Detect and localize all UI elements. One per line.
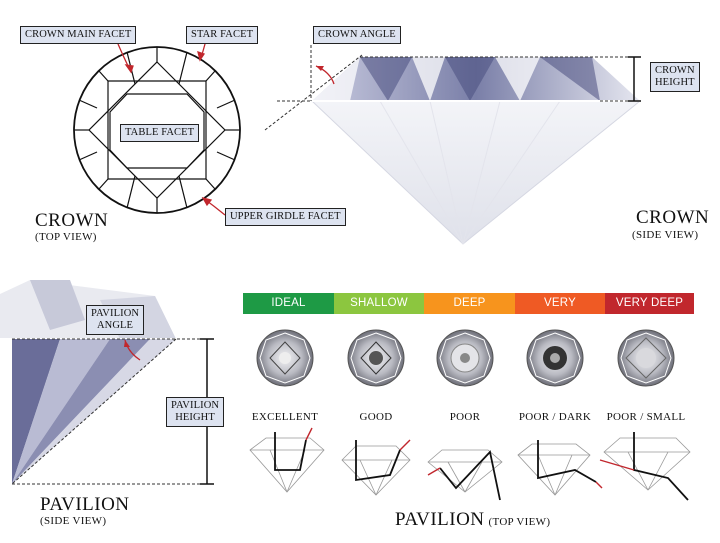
crown-side-title: CROWN [636,207,710,228]
pavilion-angle-line1: PAVILION [91,308,140,319]
gem-excellent [256,329,314,387]
crown-angle-label: CROWN ANGLE [313,26,401,44]
crown-top-subtitle: (TOP VIEW) [35,231,97,243]
cut-label-poor-small: POOR / SMALL [606,411,686,423]
crown-top-arrows [117,43,226,216]
pavilion-angle-line2: ANGLE [96,320,134,331]
crown-height-label: CROWN HEIGHT [650,62,700,92]
light-path-poor-dark [517,440,603,496]
star-facet-label: STAR FACET [186,26,259,44]
gem-poor [436,329,494,387]
light-path-excellent [249,427,325,493]
grade-very-shallow: VERY SHALLOW [515,293,605,330]
table-facet-label: TABLE FACET [120,124,200,142]
pavilion-height-line2: HEIGHT [175,412,215,423]
gem-good [347,329,405,387]
pavilion-side-subtitle: (SIDE VIEW) [40,515,107,527]
gem-images [256,329,675,387]
crown-side-subtitle: (SIDE VIEW) [632,229,699,241]
pavilion-top-title: PAVILION [395,509,485,530]
cut-label-poor: POOR [449,411,481,423]
grade-very-deep: VERY DEEP [605,293,694,314]
gem-poor-dark [526,329,584,387]
light-path-good [341,439,411,496]
light-path-poor-small [599,432,691,501]
pavilion-top-caption: PAVILION (TOP VIEW) [395,509,550,531]
crown-top-title: CROWN [35,210,109,231]
upper-girdle-facet-label: UPPER GIRDLE FACET [225,208,346,226]
grade-shallow: SHALLOW [334,293,424,314]
crown-height-line2: HEIGHT [655,77,695,88]
cut-label-good: GOOD [359,411,393,423]
light-path-poor [427,449,503,501]
gem-poor-small [617,329,675,387]
crown-side-view-diagram [264,45,642,245]
pavilion-height-line1: PAVILION [171,400,220,411]
crown-top-view-diagram [73,46,241,214]
pavilion-angle-label: PAVILION ANGLE [86,305,145,335]
pavilion-side-title: PAVILION [40,494,130,515]
crown-main-facet-label: CROWN MAIN FACET [20,26,137,44]
pavilion-height-label: PAVILION HEIGHT [166,397,225,427]
light-path-diagrams [249,427,691,501]
grade-deep: DEEP [424,293,515,314]
cut-label-poor-dark: POOR / DARK [518,411,592,423]
pavilion-top-subtitle: (TOP VIEW) [488,516,551,528]
grade-ideal: IDEAL [243,293,334,314]
cut-label-excellent: EXCELLENT [251,411,319,423]
crown-height-line1: CROWN [655,65,695,76]
